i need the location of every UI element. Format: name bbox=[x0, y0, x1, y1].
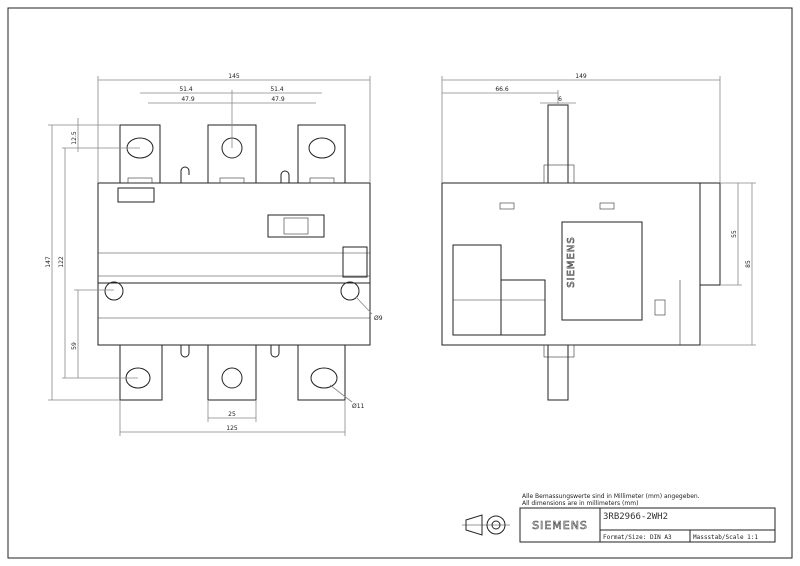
dim-47-9-left: 47.9 bbox=[181, 96, 195, 103]
note-english: All dimensions are in millimeters (mm) bbox=[522, 500, 638, 507]
note-german: Alle Bemassungswerte sind in Millimeter … bbox=[522, 493, 700, 500]
projection-symbol-icon bbox=[462, 514, 510, 536]
scale: Massstab/Scale 1:1 bbox=[693, 534, 758, 541]
dim-6: 6 bbox=[558, 96, 562, 103]
dim-mount-hole: Ø9 bbox=[374, 315, 383, 322]
drawing-frame bbox=[7, 7, 793, 559]
title-block: SIEMENS 3RB2966-2WH2 Format/Size: DIN A3… bbox=[519, 507, 776, 543]
dim-47-9-right: 47.9 bbox=[271, 96, 285, 103]
dim-25: 25 bbox=[228, 411, 236, 418]
dim-85: 85 bbox=[745, 260, 752, 268]
title-siemens-logo: SIEMENS bbox=[532, 519, 588, 532]
dim-125: 125 bbox=[226, 425, 238, 432]
part-number: 3RB2966-2WH2 bbox=[603, 512, 668, 522]
side-siemens-label: SIEMENS bbox=[566, 236, 577, 287]
dim-12-5: 12.5 bbox=[71, 131, 78, 145]
dim-terminal-hole: Ø11 bbox=[352, 403, 365, 410]
dim-122: 122 bbox=[58, 256, 65, 268]
dim-145: 145 bbox=[228, 73, 240, 80]
dim-66-6: 66.6 bbox=[495, 86, 509, 93]
dim-55: 55 bbox=[731, 230, 738, 238]
side-view: SIEMENS 149 66.6 6 55 85 bbox=[441, 73, 756, 401]
dim-147: 147 bbox=[45, 256, 52, 268]
dim-51-4-right: 51.4 bbox=[270, 86, 284, 93]
front-view: 145 51.4 51.4 47.9 47.9 12.5 147 122 59 … bbox=[45, 73, 383, 436]
format-size: Format/Size: DIN A3 bbox=[603, 534, 672, 541]
dim-149: 149 bbox=[575, 73, 587, 80]
dim-51-4-left: 51.4 bbox=[179, 86, 193, 93]
dim-59: 59 bbox=[71, 342, 78, 350]
